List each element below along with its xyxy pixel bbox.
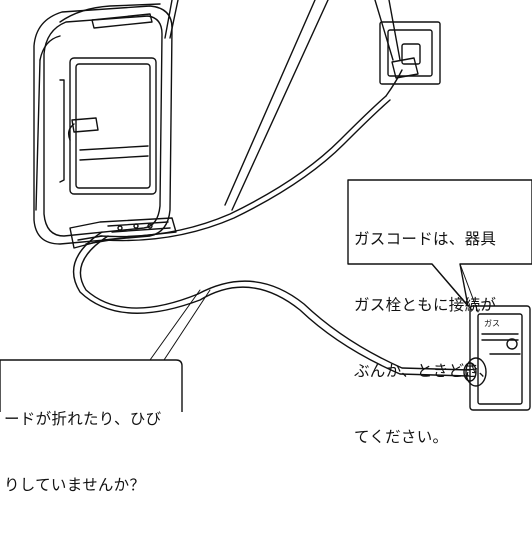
bottom-left-callout-bubble [0,359,183,412]
power-cord [99,95,387,238]
bottom-left-callout-text: ードが折れたり、ひび りしていませんか？ [4,364,161,540]
gas-heater [33,3,177,249]
illustration-canvas: ガスコードは、器具 ガス栓ともに接続が ぶんか、ときどき、 てください。 ードが… [0,0,532,494]
right-callout-line-4: てください。 [354,428,449,446]
wall-power-outlet [379,21,441,97]
right-callout-line-3: ぶんか、ときどき、 [354,362,495,380]
right-callout-line-1: ガスコードは、器具 [354,230,497,248]
gas-hose [72,231,469,377]
bottom-left-callout-line-2: りしていませんか？ [4,476,146,494]
right-callout-bubble [347,179,532,307]
right-callout-line-2: ガス栓ともに接続が [354,296,497,314]
top-leader-lines [164,0,401,211]
gas-valve-label: ガス [484,319,500,328]
bottom-left-callout-line-1: ードが折れたり、ひび [4,410,162,428]
right-callout-text: ガスコードは、器具 ガス栓ともに接続が ぶんか、ときどき、 てください。 [354,184,496,492]
diagram-svg [0,0,532,412]
gas-valve [463,305,531,411]
